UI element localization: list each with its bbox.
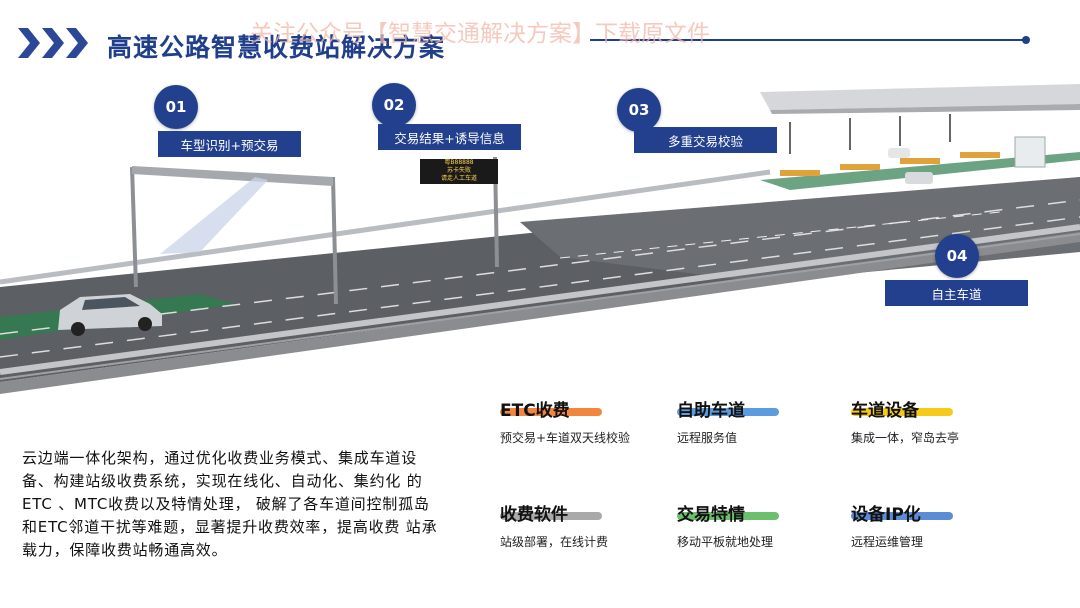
toll-island bbox=[960, 152, 1000, 158]
feature-title: 交易特情 bbox=[677, 505, 745, 525]
feature-title: 自助车道 bbox=[677, 401, 745, 421]
car-small bbox=[905, 172, 933, 184]
feature-title: ETC收费 bbox=[500, 401, 570, 421]
header: 高速公路智慧收费站解决方案 关注公众号【智慧交通解决方案】下载原文件 bbox=[0, 0, 1080, 80]
toll-island bbox=[840, 164, 880, 170]
page-title: 高速公路智慧收费站解决方案 bbox=[107, 33, 446, 62]
vms-sign bbox=[420, 159, 498, 184]
feature-subtitle: 移动平板就地处理 bbox=[677, 535, 774, 549]
feature-title: 收费软件 bbox=[500, 505, 568, 525]
step-01-badge: 01 bbox=[154, 85, 198, 129]
description-text: 云边端一体化架构，通过优化收费业务模式、集成车道设备、构建站级收费系统，实现在线… bbox=[22, 449, 438, 559]
feature-subtitle: 预交易+车道双天线校验 bbox=[500, 431, 631, 445]
road-edge bbox=[0, 232, 1080, 394]
step-03-badge: 03 bbox=[617, 88, 661, 132]
feature-device-ip: 设备IP化 远程运维管理 bbox=[851, 500, 1021, 564]
vms-line: 请走人工车道 bbox=[440, 175, 477, 182]
etc-lane-green-far bbox=[760, 152, 1080, 190]
guardrail-far bbox=[0, 169, 771, 285]
toll-island bbox=[900, 158, 940, 164]
feature-etc: ETC收费 预交易+车道双天线校验 bbox=[500, 396, 670, 460]
watermark: 关注公众号【智慧交通解决方案】下载原文件 bbox=[250, 21, 710, 47]
feature-subtitle: 远程服务值 bbox=[677, 431, 738, 445]
feature-accent-bar bbox=[851, 512, 953, 520]
step-02-badge: 02 bbox=[372, 83, 416, 127]
feature-toll-software: 收费软件 站级部署，在线计费 bbox=[500, 500, 670, 564]
toll-canopy bbox=[760, 84, 1080, 110]
toll-canopy-edge bbox=[770, 104, 1080, 114]
highway-illustration bbox=[0, 84, 1080, 394]
feature-accent-bar bbox=[500, 408, 602, 416]
car bbox=[58, 294, 162, 336]
gantry-01-truss bbox=[132, 166, 333, 186]
vms-sign-text: 粤B88888 苏卡失败 请走人工车道 bbox=[420, 159, 498, 184]
feature-accent-bar bbox=[851, 408, 953, 416]
lane-marking bbox=[0, 216, 1080, 358]
car-small bbox=[888, 148, 910, 158]
toll-booth bbox=[1014, 136, 1046, 168]
vms-line: 苏卡失败 bbox=[446, 167, 471, 174]
header-divider-dot bbox=[1022, 36, 1030, 44]
step-04-badge: 04 bbox=[935, 234, 979, 278]
lane-marking bbox=[0, 199, 1080, 335]
feature-accent-bar bbox=[677, 512, 779, 520]
lane-marking bbox=[559, 211, 1001, 259]
feature-accent-bar bbox=[500, 512, 602, 520]
feature-title: 设备IP化 bbox=[851, 505, 921, 525]
feature-lane-equipment: 车道设备 集成一体，窄岛去亭 bbox=[851, 396, 1021, 460]
step-04-label: 自主车道 bbox=[885, 280, 1028, 306]
step-03-label: 多重交易校验 bbox=[634, 127, 777, 153]
step-02-label: 交易结果+诱导信息 bbox=[378, 124, 521, 150]
guardrail-near bbox=[0, 224, 1080, 375]
vms-line: 粤B88888 bbox=[444, 159, 474, 166]
guardrail-near-post bbox=[0, 233, 1080, 380]
toll-island bbox=[780, 170, 820, 176]
step-01-label: 车型识别+预交易 bbox=[158, 131, 301, 157]
gantry-01-pole-right bbox=[331, 176, 338, 305]
chevrons-icon bbox=[18, 28, 88, 58]
feature-accent-bar bbox=[677, 408, 779, 416]
feature-subtitle: 站级部署，在线计费 bbox=[500, 535, 609, 549]
feature-subtitle: 远程运维管理 bbox=[851, 535, 924, 549]
header-divider bbox=[590, 39, 1024, 41]
feature-self-service-lane: 自助车道 远程服务值 bbox=[677, 396, 847, 460]
camera-beam bbox=[160, 177, 268, 254]
feature-title: 车道设备 bbox=[851, 401, 919, 421]
feature-special-transactions: 交易特情 移动平板就地处理 bbox=[677, 500, 847, 564]
feature-subtitle: 集成一体，窄岛去亭 bbox=[851, 431, 960, 445]
gantry-01-pole-left bbox=[130, 166, 138, 288]
